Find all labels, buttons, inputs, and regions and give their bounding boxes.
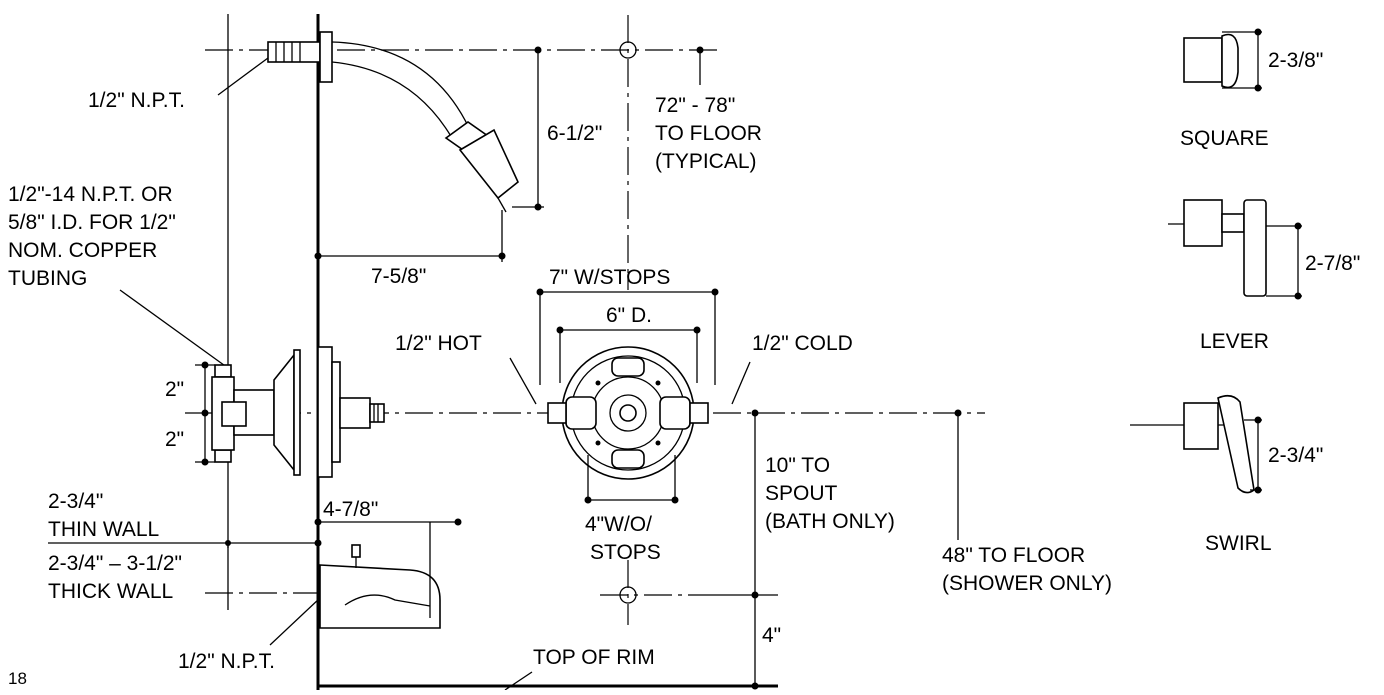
label-shower-1: 48" TO FLOOR: [942, 544, 1085, 567]
tub-spout: [319, 544, 441, 629]
label-wo-stops-2: STOPS: [590, 541, 661, 564]
spout-body: [319, 564, 441, 629]
label-arm-reach: 7-5/8": [371, 265, 426, 288]
label-d-width: 6" D.: [606, 304, 652, 327]
label-shower-2: (SHOWER ONLY): [942, 572, 1112, 595]
label-top-of-rim: TOP OF RIM: [533, 646, 655, 669]
shower-center-mark: [619, 41, 637, 59]
label-npt14-2: 5/8" I.D. FOR 1/2": [8, 211, 176, 234]
label-wo-stops-1: 4"W/O/: [585, 513, 652, 536]
swirl-dimension: 2-3/4": [1268, 444, 1323, 467]
label-thick-1: 2-3/4" – 3-1/2": [48, 552, 182, 575]
valve-center-hub: [619, 404, 637, 422]
label-npt14-1: 1/2"-14 N.P.T. OR: [8, 183, 173, 206]
valve-nut: [221, 401, 247, 427]
label-floor-1: 72" - 78": [655, 94, 735, 117]
label-npt-top: 1/2" N.P.T.: [88, 89, 185, 112]
diverter-knob: [351, 544, 361, 558]
handle-square: 2-3/8" SQUARE: [1180, 28, 1323, 150]
spout-center-mark: [619, 586, 637, 604]
valve-left-inlet: [565, 396, 597, 430]
label-floor-3: (TYPICAL): [655, 150, 757, 173]
square-knob: [1221, 33, 1239, 89]
handle-lever: 2-7/8" LEVER: [1168, 199, 1360, 353]
label-spout-1: 10" TO: [765, 454, 830, 477]
label-thin-2: THIN WALL: [48, 518, 159, 541]
square-body: [1183, 37, 1223, 83]
hot-stop: [547, 402, 567, 424]
label-arm-drop: 6-1/2": [547, 122, 602, 145]
valve-front-view: [547, 346, 709, 480]
lever-arm: [1243, 199, 1267, 297]
label-lower-2: 2": [165, 428, 184, 451]
label-spout-2: SPOUT: [765, 482, 838, 505]
valve-bottom-lug: [611, 449, 645, 469]
arm-flange: [319, 31, 333, 83]
label-rim-height: 4": [762, 624, 781, 647]
swirl-body: [1183, 402, 1219, 450]
label-npt14-3: NOM. COPPER: [8, 239, 157, 262]
valve-stem: [369, 403, 385, 423]
valve-body-side: [211, 346, 385, 478]
square-label: SQUARE: [1180, 127, 1269, 150]
square-dimension: 2-3/8": [1268, 49, 1323, 72]
valve-top-inlet: [214, 364, 232, 378]
label-w-stops: 7" W/STOPS: [549, 266, 670, 289]
label-floor-2: TO FLOOR: [655, 122, 762, 145]
valve-bottom-inlet: [214, 449, 232, 463]
label-thin-1: 2-3/4": [48, 490, 103, 513]
handle-swirl: 2-3/4" SWIRL: [1130, 394, 1323, 555]
lever-label: LEVER: [1200, 330, 1269, 353]
lever-dimension: 2-7/8": [1305, 252, 1360, 275]
label-thick-2: THICK WALL: [48, 580, 173, 603]
label-spout-reach: 4-7/8": [323, 498, 378, 521]
page-number: 18: [8, 669, 27, 688]
label-upper-2: 2": [165, 378, 184, 401]
label-npt14-4: TUBING: [8, 267, 87, 290]
label-hot: 1/2" HOT: [395, 332, 482, 355]
shower-head: [458, 128, 519, 200]
label-cold: 1/2" COLD: [752, 332, 853, 355]
shower-arm-top: [331, 41, 471, 131]
shower-arm-bottom: [331, 61, 453, 139]
swirl-label: SWIRL: [1205, 532, 1272, 555]
label-spout-3: (BATH ONLY): [765, 510, 895, 533]
shower-arm-assembly: [267, 31, 519, 213]
cold-stop: [689, 402, 709, 424]
valve-top-lug: [611, 357, 645, 377]
escutcheon-side: [317, 346, 333, 478]
lever-body: [1183, 199, 1223, 247]
valve-right-inlet: [659, 396, 691, 430]
swirl-lever: [1217, 394, 1255, 494]
label-npt-bottom: 1/2" N.P.T.: [178, 650, 275, 673]
